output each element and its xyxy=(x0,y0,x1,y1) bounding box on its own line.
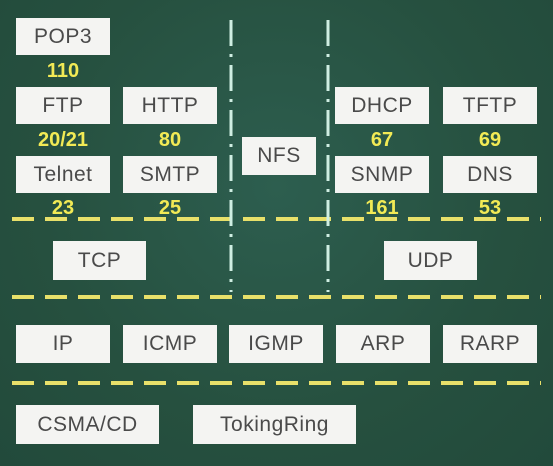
tftp-box: TFTP xyxy=(443,87,537,124)
tcp-box: TCP xyxy=(53,241,146,280)
arp-box: ARP xyxy=(336,325,430,363)
nfs-box: NFS xyxy=(242,137,316,175)
rarp-box: RARP xyxy=(443,325,537,363)
http-port: 80 xyxy=(158,129,182,151)
telnet-box: Telnet xyxy=(16,156,110,193)
icmp-box: ICMP xyxy=(123,325,217,363)
smtp-port: 25 xyxy=(158,197,182,219)
smtp-box: SMTP xyxy=(123,156,217,193)
udp-box: UDP xyxy=(384,241,477,280)
dns-box: DNS xyxy=(443,156,537,193)
csma-cd-box: CSMA/CD xyxy=(16,405,159,444)
ip-box: IP xyxy=(16,325,110,363)
telnet-port: 23 xyxy=(51,197,75,219)
ftp-port: 20/21 xyxy=(37,129,89,151)
tftp-port: 69 xyxy=(478,129,502,151)
igmp-box: IGMP xyxy=(229,325,323,363)
dns-port: 53 xyxy=(478,197,502,219)
ftp-box: FTP xyxy=(16,87,110,124)
pop3-box: POP3 xyxy=(16,18,110,55)
dhcp-box: DHCP xyxy=(335,87,429,124)
snmp-box: SNMP xyxy=(335,156,429,193)
snmp-port: 161 xyxy=(365,197,399,219)
dhcp-port: 67 xyxy=(370,129,394,151)
http-box: HTTP xyxy=(123,87,217,124)
pop3-port: 110 xyxy=(46,60,80,82)
token-ring-box: TokingRing xyxy=(193,405,356,444)
